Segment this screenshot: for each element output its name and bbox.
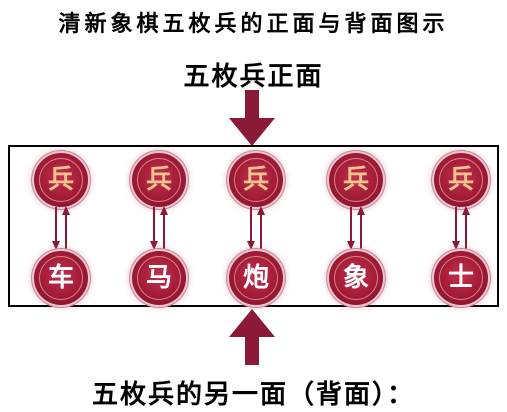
piece-back-ring: 士 [439, 256, 483, 300]
piece-back-2: 马 [132, 251, 186, 305]
diagram-title: 清新象棋五枚兵的正面与背面图示 [58, 11, 449, 37]
piece-back-glyph: 象 [342, 263, 369, 293]
piece-front-glyph: 兵 [145, 165, 172, 195]
piece-column-1: 兵 车 [21, 147, 101, 305]
piece-front-ring: 兵 [137, 158, 181, 202]
piece-front-5: 兵 [434, 153, 488, 207]
flip-arrows-icon [52, 206, 70, 250]
piece-front-1: 兵 [34, 153, 88, 207]
pieces-board: 兵 车 兵 马 [8, 145, 499, 307]
piece-front-ring: 兵 [234, 158, 278, 202]
piece-front-glyph: 兵 [47, 165, 74, 195]
piece-column-2: 兵 马 [119, 147, 199, 305]
piece-back-ring: 车 [39, 256, 83, 300]
piece-front-2: 兵 [132, 153, 186, 207]
piece-back-glyph: 士 [447, 263, 474, 293]
flip-arrows-icon [247, 206, 265, 250]
piece-front-4: 兵 [329, 153, 383, 207]
piece-back-ring: 炮 [234, 256, 278, 300]
piece-back-1: 车 [34, 251, 88, 305]
front-side-label: 五枚兵正面 [183, 62, 324, 92]
piece-front-ring: 兵 [334, 158, 378, 202]
piece-column-5: 兵 士 [421, 147, 501, 305]
piece-column-4: 兵 象 [316, 147, 396, 305]
piece-back-ring: 象 [334, 256, 378, 300]
piece-column-3: 兵 炮 [216, 147, 296, 305]
piece-back-glyph: 炮 [242, 263, 269, 293]
piece-front-ring: 兵 [439, 158, 483, 202]
piece-front-3: 兵 [229, 153, 283, 207]
flip-arrows-icon [150, 206, 168, 250]
piece-front-glyph: 兵 [447, 165, 474, 195]
piece-back-5: 士 [434, 251, 488, 305]
up-arrow-icon [229, 309, 275, 365]
piece-front-glyph: 兵 [342, 165, 369, 195]
piece-back-3: 炮 [229, 251, 283, 305]
piece-back-4: 象 [329, 251, 383, 305]
flip-arrows-icon [452, 206, 470, 250]
down-arrow-icon [229, 90, 275, 146]
piece-back-glyph: 马 [145, 263, 172, 293]
piece-back-glyph: 车 [47, 263, 74, 293]
back-side-label: 五枚兵的另一面（背面）： [91, 380, 415, 410]
piece-front-glyph: 兵 [242, 165, 269, 195]
flip-arrows-icon [347, 206, 365, 250]
piece-back-ring: 马 [137, 256, 181, 300]
piece-front-ring: 兵 [39, 158, 83, 202]
